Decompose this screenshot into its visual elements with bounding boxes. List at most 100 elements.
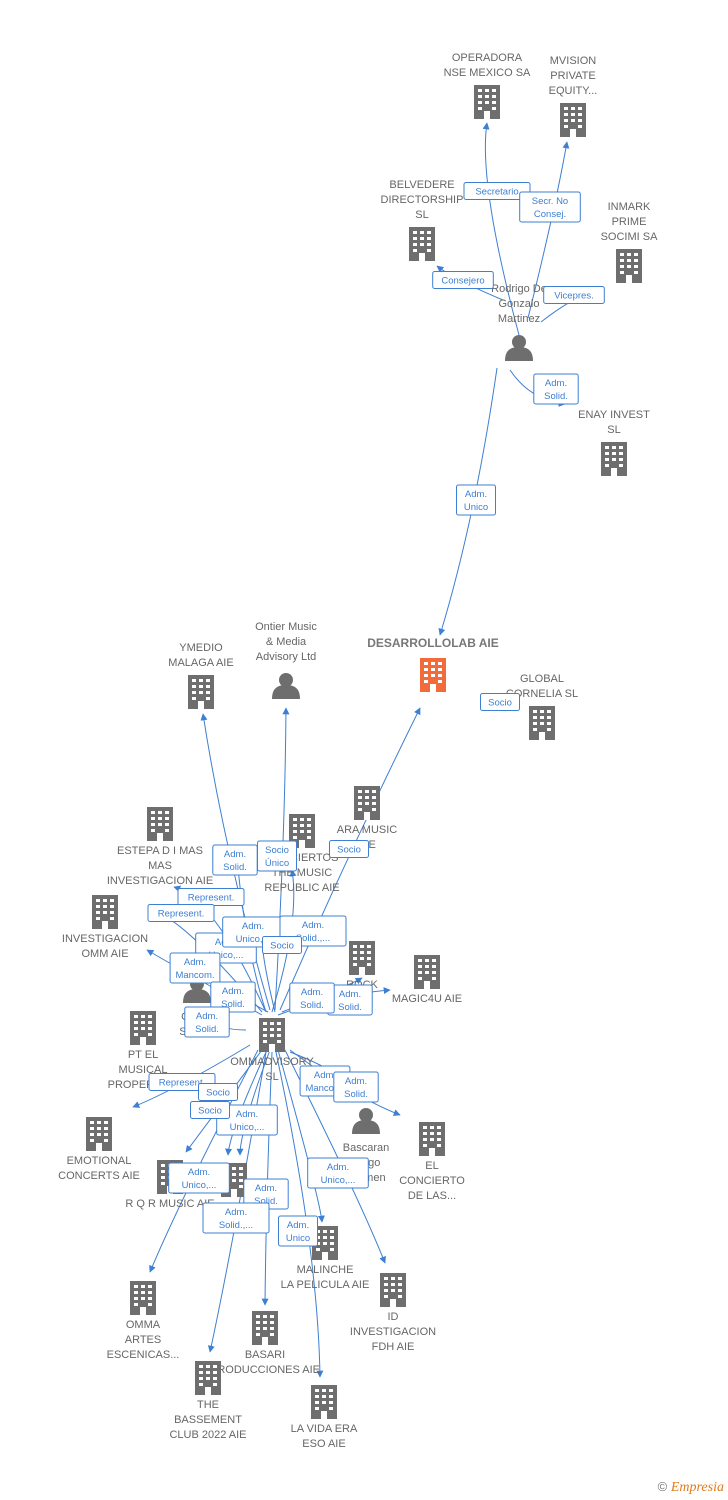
brand-logo[interactable]: Empresia [670,1480,724,1495]
node-enay[interactable]: ENAY INVEST SL [578,409,650,476]
relation-text: Adm. [196,1011,218,1022]
relation-text: Secretario [475,187,518,198]
node-label: SL [607,424,620,436]
relation-label[interactable]: Adm.Solid. [289,982,335,1014]
relation-text: Secr. No [532,196,568,207]
relation-label[interactable]: Represent. [177,888,245,906]
relation-label[interactable]: Adm.Unico,... [216,1104,278,1136]
relation-label[interactable]: Adm.Solid. [533,373,579,405]
relation-label[interactable]: Represent. [147,904,215,922]
relation-text: Solid.,... [296,933,330,944]
relation-label[interactable]: Socio [480,693,520,711]
node-desarrollolab[interactable]: DESARROLLOLAB AIE [367,636,499,692]
relation-text: Unico [464,502,488,513]
node-label: Bascaran [343,1142,389,1154]
node-label: ESTEPA D I MAS [117,845,203,857]
relation-label[interactable]: Socio [198,1083,238,1101]
building-icon [616,249,642,283]
building-icon [252,1311,278,1345]
relation-label[interactable]: Consejero [432,271,494,289]
relation-text: Unico,... [182,1180,217,1191]
node-label: Ontier Music [255,621,317,633]
node-label: BELVEDERE [389,179,454,191]
node-label: BASSEMENT [174,1414,242,1426]
relation-text: Represent. [188,893,234,904]
node-label: INMARK [608,201,651,213]
relation-label[interactable]: Adm.Solid. [243,1178,289,1210]
relation-text: Solid. [221,999,245,1010]
relation-text: Socio [198,1106,222,1117]
relation-label[interactable]: Socio [262,936,302,954]
person-icon [352,1108,380,1134]
relation-label[interactable]: Adm.Solid. [212,844,258,876]
node-label: R Q R MUSIC AIE [125,1198,214,1210]
building-icon [130,1281,156,1315]
relation-text: Adm. [222,986,244,997]
building-icon [147,807,173,841]
relation-label[interactable]: Adm.Unico [456,484,496,516]
node-label: INVESTIGACION AIE [107,875,213,887]
relation-label[interactable]: Secretario [463,182,531,200]
node-label: EMOTIONAL [67,1155,132,1167]
node-label: ENAY INVEST [578,409,650,421]
relation-label[interactable]: Adm.Unico,... [168,1162,230,1194]
relation-label[interactable]: Socio [329,840,369,858]
relation-label[interactable]: Vicepres. [543,286,605,304]
building-icon [414,955,440,989]
relation-text: Adm. [302,920,324,931]
relation-text: Adm. [345,1076,367,1087]
relation-text: Unico,... [321,1175,356,1186]
node-magic4u[interactable]: MAGIC4U AIE [392,955,462,1005]
relation-label[interactable]: Adm.Unico,... [307,1157,369,1189]
relation-label[interactable]: Adm.Mancom. [169,952,221,984]
building-icon [409,227,435,261]
node-omma[interactable]: OMMAARTESESCENICAS... [107,1281,180,1361]
building-icon [259,1018,285,1052]
node-label: GLOBAL [520,673,564,685]
node-label: SL [265,1071,278,1083]
relation-text: Socio [265,845,289,856]
relation-text: Consejero [441,276,484,287]
node-label: OMMA [126,1319,161,1331]
relation-label[interactable]: Adm.Solid.,... [202,1202,270,1234]
node-label: Advisory Ltd [256,651,317,663]
node-label: EL [425,1160,438,1172]
person-icon [272,673,300,699]
relation-text: Adm. [236,1109,258,1120]
relation-text: Solid. [344,1089,368,1100]
relation-text: Solid. [300,1000,324,1011]
relation-edge [482,122,520,336]
relation-text: Adm. [287,1220,309,1231]
relation-text: Socio [270,941,294,952]
relation-label[interactable]: Adm. Solid. [210,981,256,1013]
node-label: MALAGA AIE [168,657,233,669]
node-mvision[interactable]: MVISIONPRIVATEEQUITY... [549,55,598,137]
relation-label[interactable]: Adm.Unico [278,1215,318,1247]
relation-label[interactable]: Adm. Solid. [333,1071,379,1103]
relation-label[interactable]: Socio [190,1101,230,1119]
relation-text: Solid. [223,862,247,873]
node-rqr[interactable]: R Q R MUSIC AIE [125,1160,215,1210]
relation-label[interactable]: Adm.Solid. [184,1006,230,1038]
node-label: ESCENICAS... [107,1349,180,1361]
